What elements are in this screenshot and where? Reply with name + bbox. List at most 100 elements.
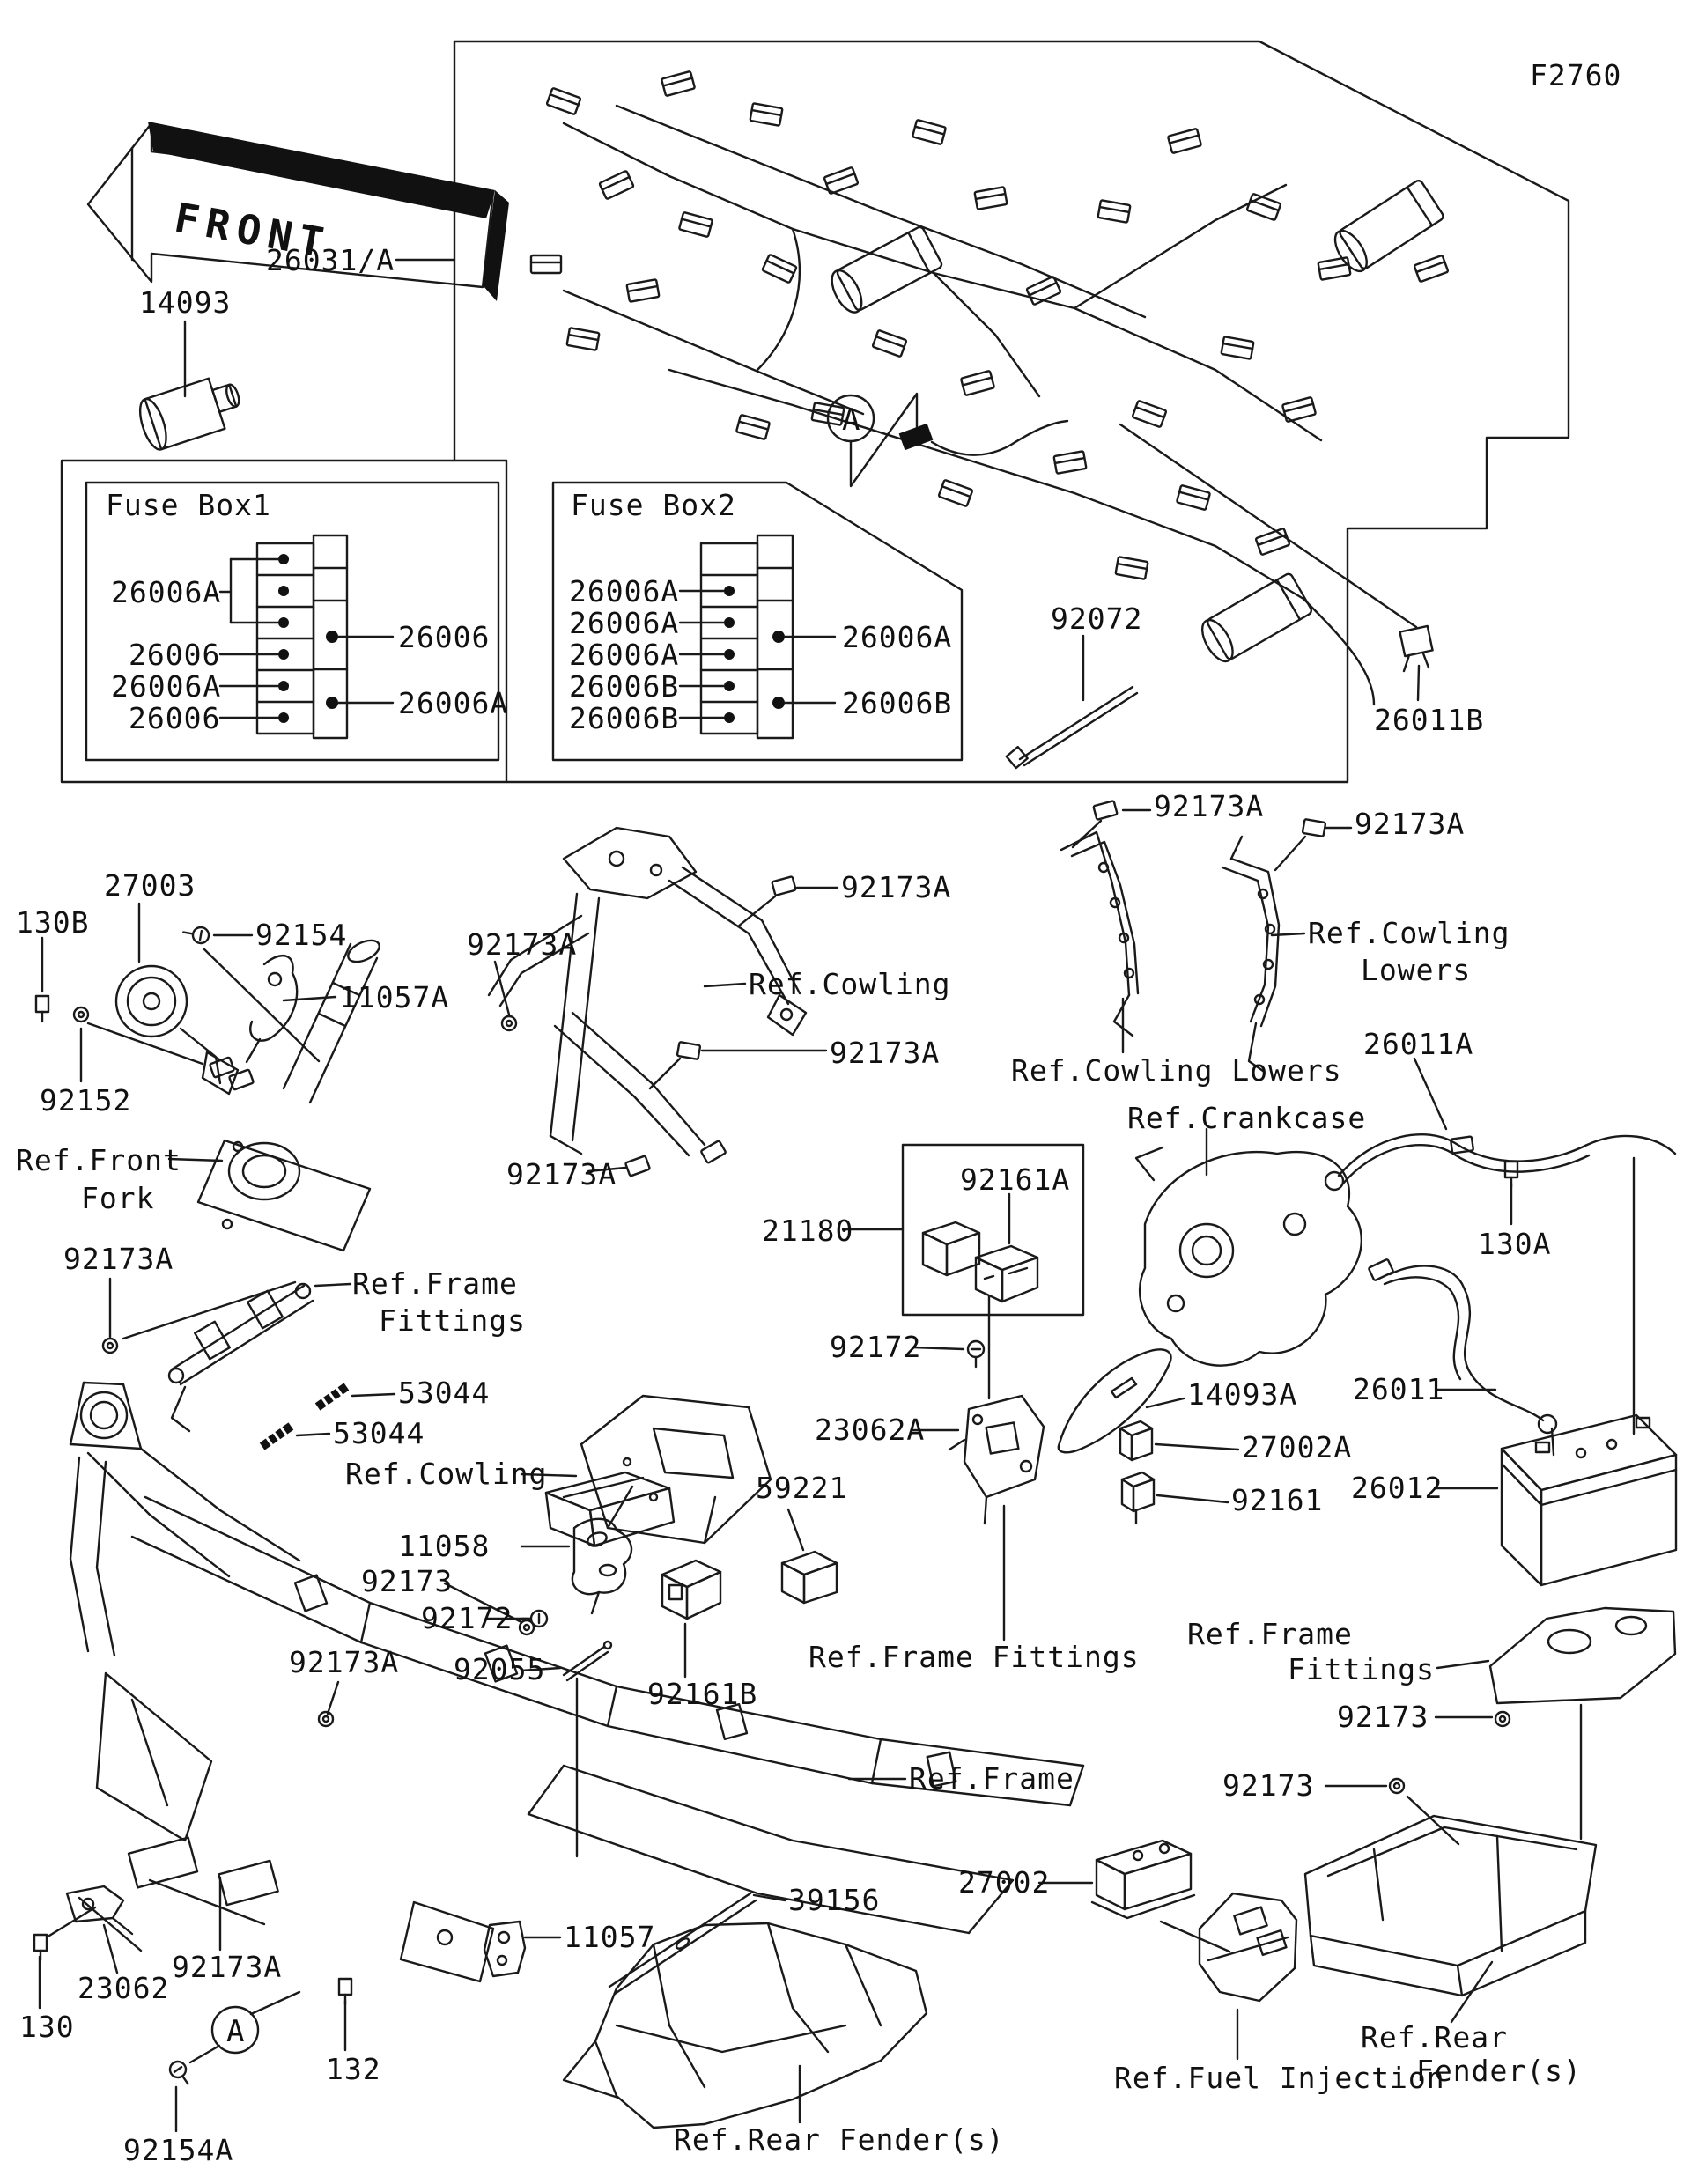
page-code: F2760 — [1530, 58, 1622, 92]
ref-cowling-lowers-right-2: Lowers — [1361, 953, 1472, 987]
fb1-left-1: 26006 — [129, 638, 221, 672]
callout-92173a-6: 92173A — [506, 1157, 617, 1192]
callout-92173a-2: 92173A — [1355, 807, 1466, 841]
callout-26011: 26011 — [1353, 1372, 1445, 1406]
callout-92173-r2: 92173 — [1222, 1768, 1315, 1803]
callout-14093: 14093 — [139, 285, 232, 320]
callout-26031a: 26031/A — [266, 243, 395, 277]
ecu-drawing — [544, 1471, 676, 1547]
fuse-box1-outline — [85, 481, 500, 762]
fb1-left-0: 26006A — [111, 575, 222, 609]
callout-53044-1: 53044 — [398, 1376, 491, 1410]
callout-92173a-4: 92173A — [467, 927, 578, 962]
fb2-left-4: 26006B — [569, 701, 680, 735]
fuel-injection-bracket-drawing — [1198, 1892, 1298, 2003]
cowling-lowers-left-bracket — [1060, 799, 1140, 1037]
ref-fuel-injection: Ref.Fuel Injection — [1114, 2061, 1445, 2095]
callout-92173-r1: 92173 — [1337, 1700, 1429, 1734]
screw-14093-drawing — [138, 377, 240, 451]
ref-frame-fittings-left-2: Fittings — [379, 1303, 526, 1338]
fb2-left-3: 26006B — [569, 669, 680, 704]
ref-frame-fittings-right-2: Fittings — [1288, 1652, 1435, 1686]
callout-14093a: 14093A — [1187, 1377, 1298, 1412]
callout-130a: 130A — [1478, 1227, 1552, 1261]
cowling-lowers-right-bracket — [1221, 817, 1327, 1073]
horn-drawing — [114, 964, 255, 1096]
callout-92152: 92152 — [40, 1083, 132, 1118]
callout-27003: 27003 — [104, 868, 196, 903]
callout-92173-l: 92173 — [361, 1564, 454, 1598]
callout-130: 130 — [19, 2010, 75, 2044]
ref-front-fork-2: Fork — [81, 1181, 155, 1215]
callout-92173a-8: 92173A — [289, 1645, 400, 1679]
callout-21180: 21180 — [762, 1214, 854, 1248]
fuse-box1-title: Fuse Box1 — [106, 488, 271, 522]
relay-27002a-drawing — [1119, 1420, 1154, 1462]
relay-92161b-drawing — [661, 1559, 722, 1620]
crankcase-drawing — [1134, 1146, 1362, 1367]
seat-sheet-drawing — [1488, 1606, 1677, 1705]
harness-box-outline — [60, 40, 1570, 784]
ref-cowling-lowers-center: Ref.Cowling Lowers — [1011, 1053, 1342, 1088]
front-fork-drawing — [196, 939, 380, 1252]
ref-frame-fittings-right-1: Ref.Frame — [1187, 1617, 1353, 1651]
horn-bracket-11057a — [245, 955, 299, 1064]
callout-92173a-9: 92173A — [172, 1950, 283, 1984]
bracket-11058-drawing — [571, 1517, 633, 1615]
callout-26011a: 26011A — [1363, 1027, 1474, 1061]
fb1-left-2: 26006A — [111, 669, 222, 704]
ref-cowling-lowers-right-1: Ref.Cowling — [1308, 916, 1510, 950]
callout-92072: 92072 — [1051, 601, 1143, 636]
bracket-23062-drawing — [65, 1885, 134, 1936]
ref-rear-fenders-right-2: Fender(s) — [1416, 2054, 1582, 2088]
callout-26011b: 26011B — [1374, 703, 1485, 737]
rear-fender-drawing — [562, 1922, 928, 2129]
detail-marker-a-top: A — [826, 392, 1069, 488]
callout-27002: 27002 — [958, 1865, 1051, 1900]
callout-92173a-7: 92173A — [63, 1242, 174, 1276]
battery-cable-26011-drawing — [1367, 1258, 1558, 1457]
fb1-right-0: 26006 — [398, 620, 491, 654]
callout-132: 132 — [326, 2052, 381, 2086]
detail-marker-a-bottom: A — [188, 1990, 301, 2064]
callout-11058: 11058 — [398, 1529, 491, 1563]
callout-92173a-5: 92173A — [830, 1036, 941, 1070]
rear-fender-tray-drawing — [1303, 1814, 1598, 1997]
ref-frame: Ref.Frame — [909, 1761, 1074, 1796]
fb2-left-0: 26006A — [569, 574, 680, 609]
callout-59221: 59221 — [756, 1471, 848, 1505]
callout-92172-c: 92172 — [830, 1330, 922, 1364]
junction-59221-drawing — [780, 1550, 838, 1605]
ref-rear-fenders-right-1: Ref.Rear — [1361, 2020, 1508, 2055]
callout-92161b: 92161B — [647, 1677, 758, 1711]
callout-26012: 26012 — [1351, 1471, 1444, 1505]
relay-92161-drawing — [1120, 1471, 1156, 1525]
fb1-right-1: 26006A — [398, 686, 509, 720]
ref-crankcase: Ref.Crankcase — [1127, 1101, 1367, 1135]
ref-cowling-2: Ref.Cowling — [345, 1457, 548, 1491]
damper-39156-drawing — [608, 1892, 757, 1996]
fb2-left-2: 26006A — [569, 638, 680, 672]
callout-53044-2: 53044 — [333, 1416, 425, 1450]
frame-fittings-stay-drawing — [167, 1282, 314, 1433]
igniter-27002-drawing — [1090, 1839, 1196, 1920]
fuse-box2-outline — [551, 481, 964, 762]
fb1-left-3: 26006 — [129, 701, 221, 735]
callout-92173a-3: 92173A — [841, 870, 952, 904]
callout-92161: 92161 — [1231, 1483, 1324, 1517]
callout-23062: 23062 — [78, 1971, 170, 2005]
callout-23062a: 23062A — [815, 1413, 926, 1447]
fb2-left-1: 26006A — [569, 606, 680, 640]
callout-92161a: 92161A — [960, 1162, 1071, 1197]
callout-92154a: 92154A — [123, 2133, 234, 2167]
svg-text:A: A — [226, 2014, 244, 2049]
ref-cowling-1: Ref.Cowling — [749, 967, 951, 1001]
callout-130b: 130B — [16, 905, 90, 940]
junction-box-21180 — [901, 1143, 1085, 1317]
callout-39156: 39156 — [788, 1883, 881, 1917]
ref-rear-fenders-center: Ref.Rear Fender(s) — [674, 2122, 1005, 2157]
clip-26011b-drawing — [1119, 423, 1434, 702]
ref-front-fork-1: Ref.Front — [16, 1143, 181, 1177]
pin-92055-drawing — [562, 1640, 613, 1682]
callout-92172-l: 92172 — [421, 1601, 513, 1635]
